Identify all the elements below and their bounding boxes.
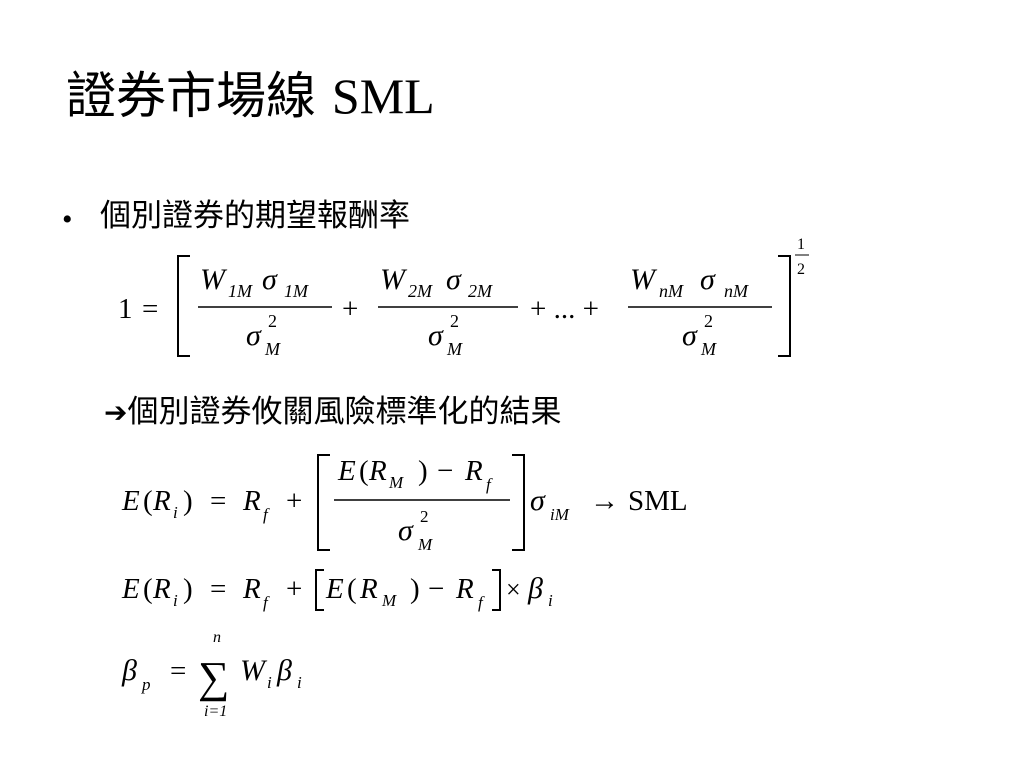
eq3-rp: ): [183, 573, 193, 605]
eq1-term-n: W nM σ nM σ 2 M: [628, 263, 772, 359]
eq1-sigma: σ: [428, 319, 444, 352]
eq1-sigma: σ: [262, 263, 278, 296]
equation-4: β p = n ∑ i=1 W i β i: [121, 629, 302, 720]
eq4-sum: ∑: [198, 653, 229, 702]
eq1-term-2: W 2M σ 2M σ 2 M: [378, 263, 518, 359]
eq2-sigma: σ: [530, 484, 546, 517]
eq2-arrow: →: [590, 485, 619, 517]
eq2-e: E: [121, 485, 140, 517]
eq3-e: E: [121, 573, 140, 605]
eq2-lp: (: [359, 455, 369, 487]
eq3-i: i: [173, 591, 178, 610]
eq2-equals: =: [210, 485, 226, 517]
eq4-equals: =: [170, 655, 186, 687]
eq3-r: R: [152, 573, 171, 605]
equation-3: E ( R i ) = R f + E ( R M ) − R f × β i: [121, 569, 553, 612]
eq4-sum-upper: n: [213, 629, 221, 646]
eq3-times: ×: [506, 575, 521, 604]
eq3-plus: +: [286, 573, 302, 605]
eq2-f: f: [486, 475, 493, 494]
eq3-r: R: [359, 573, 378, 605]
eq3-m: M: [381, 591, 397, 610]
eq1-sub: 2M: [408, 281, 433, 301]
eq1-sq: 2: [268, 311, 277, 331]
eq1-left-bracket: [177, 255, 190, 357]
eq2-r: R: [464, 455, 483, 487]
eq1-sigma: σ: [246, 319, 262, 352]
eq1-sq: 2: [450, 311, 459, 331]
eq2-e: E: [337, 455, 356, 487]
eq2-im: iM: [550, 505, 570, 524]
eq1-term-1: W 1M σ 1M σ 2 M: [198, 263, 332, 359]
eq1-m: M: [264, 339, 281, 359]
eq2-i: i: [173, 503, 178, 522]
eq2-minus: −: [437, 455, 453, 487]
eq1-m: M: [446, 339, 463, 359]
eq1-one: 1: [118, 293, 133, 325]
eq3-f: f: [478, 593, 485, 612]
eq1-sub: 1M: [284, 281, 309, 301]
bullet-text: 個別證券的期望報酬率: [100, 198, 410, 234]
eq2-rp: ): [418, 455, 428, 487]
eq2-f: f: [263, 505, 270, 524]
eq1-exp-den: 2: [797, 261, 805, 278]
equation-2: E ( R i ) = R f + E ( R M ) − R f σ 2 M …: [121, 454, 688, 554]
eq3-rp: ): [410, 573, 420, 605]
eq3-f: f: [263, 593, 270, 612]
eq4-beta: β: [121, 654, 137, 687]
eq1-ellipsis: + ... +: [530, 293, 599, 325]
eq3-r: R: [242, 573, 261, 605]
eq2-rp: ): [183, 485, 193, 517]
eq1-equals: =: [142, 293, 158, 325]
eq2-lp: (: [143, 485, 153, 517]
eq1-sigma: σ: [682, 319, 698, 352]
eq1-w: W: [630, 263, 658, 296]
eq3-i: i: [548, 591, 553, 610]
eq3-e: E: [325, 573, 344, 605]
eq2-sq: 2: [420, 507, 429, 526]
eq1-m: M: [700, 339, 717, 359]
bullet-icon: •: [62, 203, 73, 236]
eq4-sum-lower: i=1: [204, 703, 227, 720]
eq4-w: W: [240, 654, 268, 687]
eq1-sub: 1M: [228, 281, 253, 301]
eq3-lp: (: [347, 573, 357, 605]
eq2-sml: SML: [628, 485, 688, 517]
arrow-line: ➔個別證券攸關風險標準化的結果: [104, 392, 561, 433]
eq2-m: M: [417, 535, 433, 554]
eq1-sub: nM: [724, 281, 749, 301]
eq4-p: p: [141, 675, 151, 694]
slide-title: 證券市場線 SML: [66, 66, 435, 126]
eq2-m: M: [388, 473, 404, 492]
eq1-sub: nM: [659, 281, 684, 301]
eq3-minus: −: [428, 573, 444, 605]
eq3-r: R: [455, 573, 474, 605]
eq1-sub: 2M: [468, 281, 493, 301]
arrow-right-icon: ➔: [104, 396, 128, 429]
eq4-i: i: [267, 673, 272, 692]
eq3-beta: β: [527, 572, 543, 605]
eq1-sigma: σ: [700, 263, 716, 296]
arrow-line-text: 個別證券攸關風險標準化的結果: [127, 394, 562, 430]
slide-title-latin: SML: [331, 68, 435, 124]
eq3-lp: (: [143, 573, 153, 605]
eq1-exp-num: 1: [797, 236, 805, 253]
slide-title-cjk: 證券市場線: [66, 67, 332, 125]
eq1-right-bracket: [778, 255, 791, 357]
eq2-r: R: [152, 485, 171, 517]
eq3-equals: =: [210, 573, 226, 605]
eq1-plus: +: [342, 293, 358, 325]
eq1-sigma: σ: [446, 263, 462, 296]
eq2-plus: +: [286, 485, 302, 517]
eq4-beta: β: [276, 654, 292, 687]
eq2-sigma: σ: [398, 514, 414, 547]
eq2-r: R: [368, 455, 387, 487]
eq1-sq: 2: [704, 311, 713, 331]
eq1-w: W: [200, 263, 228, 296]
eq1-w: W: [380, 263, 408, 296]
eq4-i: i: [297, 673, 302, 692]
eq2-r: R: [242, 485, 261, 517]
